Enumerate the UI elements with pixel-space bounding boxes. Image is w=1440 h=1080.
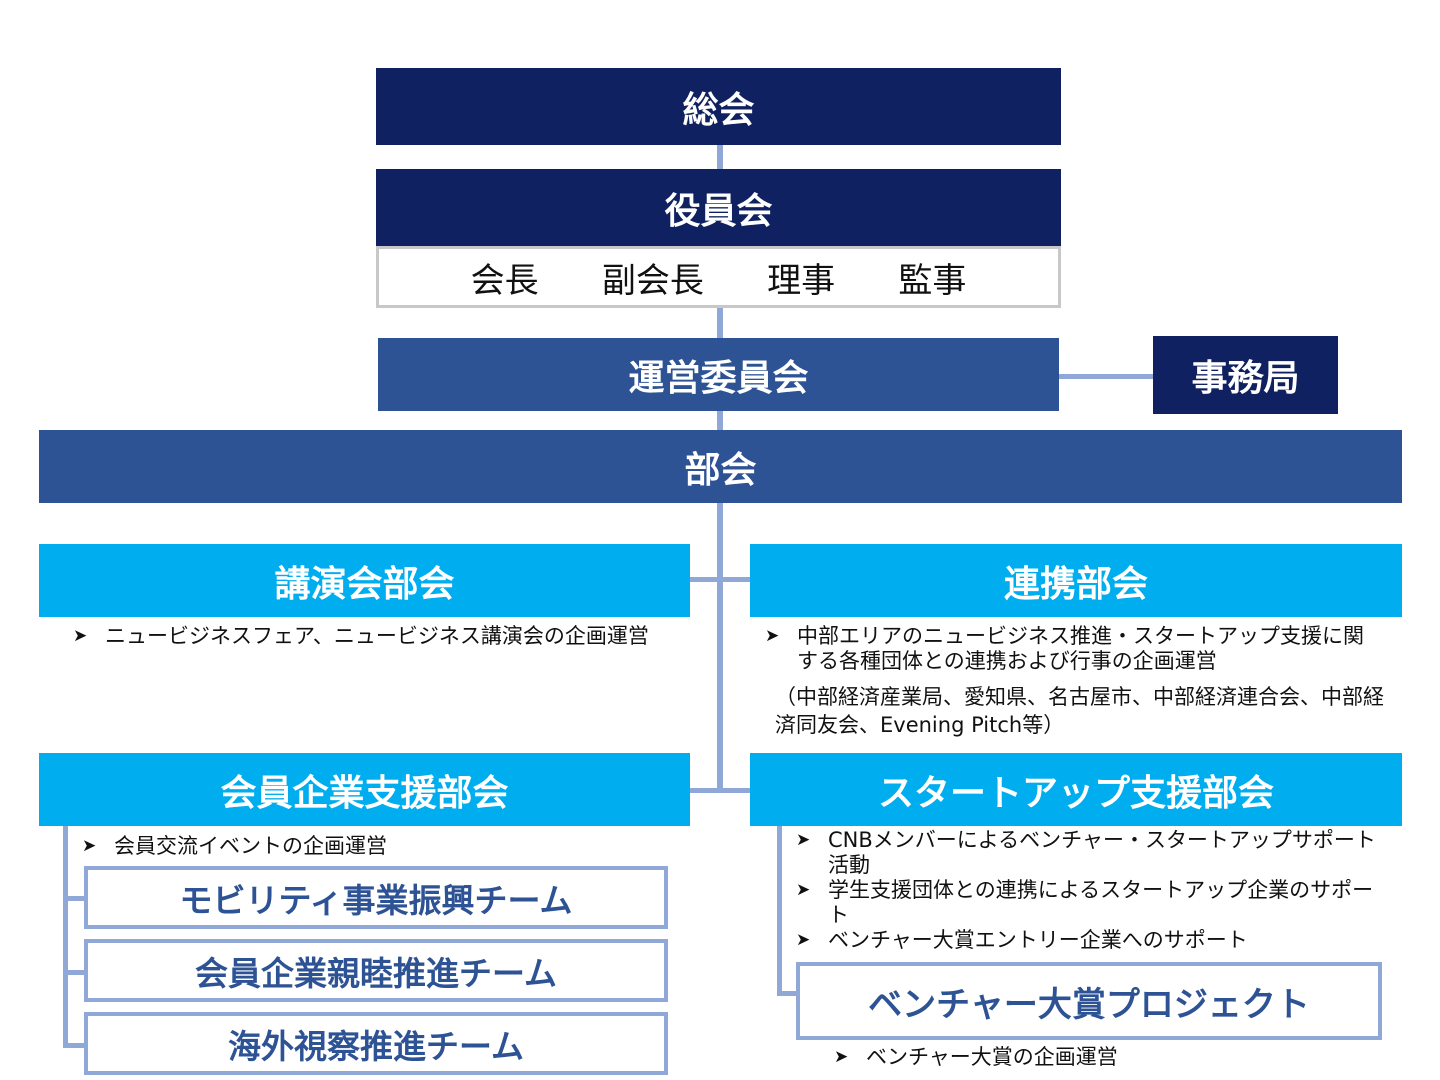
liaison-organizations-note: （中部経済産業局、愛知県、名古屋市、中部経済連合会、中部経済同友会、Evenin…	[775, 685, 1384, 737]
connector-startup-project-spine	[777, 824, 782, 996]
board-box: 役員会	[376, 169, 1061, 247]
connector-member-team-spine	[63, 824, 68, 1046]
connector-team-2	[63, 970, 85, 975]
connector-branch-upper	[690, 577, 750, 582]
connector-assembly-board	[717, 144, 723, 172]
position-vice-president: 副会長	[601, 260, 704, 301]
position-president: 会長	[470, 260, 539, 301]
venture-award-bullets: ベンチャー大賞の企画運営	[834, 1045, 1374, 1070]
venture-award-project-box: ベンチャー大賞プロジェクト	[796, 962, 1382, 1040]
startup-bullet-item-2: 学生支援団体との連携によるスタートアップ企業のサポート	[796, 878, 1386, 928]
subcommittees-bar: 部会	[39, 430, 1402, 503]
connector-trunk	[717, 502, 723, 792]
team-member-fellowship-box: 会員企業親睦推進チーム	[84, 939, 668, 1002]
board-positions-row: 会長 副会長 理事 監事	[376, 246, 1061, 308]
steering-committee-box: 運営委員会	[378, 338, 1059, 411]
venture-award-bullet-item: ベンチャー大賞の企画運営	[834, 1045, 1374, 1070]
member-support-bullets: 会員交流イベントの企画運営	[82, 834, 672, 859]
startup-support-bullets: CNBメンバーによるベンチャー・スタートアップサポート活動 学生支援団体との連携…	[796, 828, 1386, 953]
lecture-bullets: ニュービジネスフェア、ニュービジネス講演会の企画運営	[73, 624, 673, 649]
startup-bullet-item-3: ベンチャー大賞エントリー企業へのサポート	[796, 928, 1386, 953]
position-director: 理事	[767, 260, 836, 301]
member-support-subcommittee-box: 会員企業支援部会	[39, 753, 690, 826]
member-support-bullet-item: 会員交流イベントの企画運営	[82, 834, 672, 859]
liaison-bullets: 中部エリアのニュービジネス推進・スタートアップ支援に関する各種団体との連携および…	[765, 624, 1380, 674]
liaison-subcommittee-box: 連携部会	[750, 544, 1402, 617]
team-mobility-box: モビリティ事業振興チーム	[84, 866, 668, 929]
team-overseas-inspection-box: 海外視察推進チーム	[84, 1012, 668, 1075]
connector-steering-secretariat	[1058, 374, 1155, 379]
liaison-bullet-item: 中部エリアのニュービジネス推進・スタートアップ支援に関する各種団体との連携および…	[765, 624, 1380, 674]
lecture-subcommittee-box: 講演会部会	[39, 544, 690, 617]
position-auditor: 監事	[898, 260, 967, 301]
connector-team-1	[63, 896, 85, 901]
connector-board-steering	[717, 306, 723, 340]
secretariat-box: 事務局	[1153, 336, 1338, 414]
startup-support-subcommittee-box: スタートアップ支援部会	[750, 753, 1402, 826]
lecture-bullet-item: ニュービジネスフェア、ニュービジネス講演会の企画運営	[73, 624, 673, 649]
connector-branch-lower	[690, 788, 750, 793]
connector-steering-subcommittees	[717, 410, 723, 432]
connector-project	[777, 991, 799, 996]
general-assembly-box: 総会	[376, 68, 1061, 145]
startup-bullet-item-1: CNBメンバーによるベンチャー・スタートアップサポート活動	[796, 828, 1386, 878]
connector-team-3	[63, 1043, 85, 1048]
